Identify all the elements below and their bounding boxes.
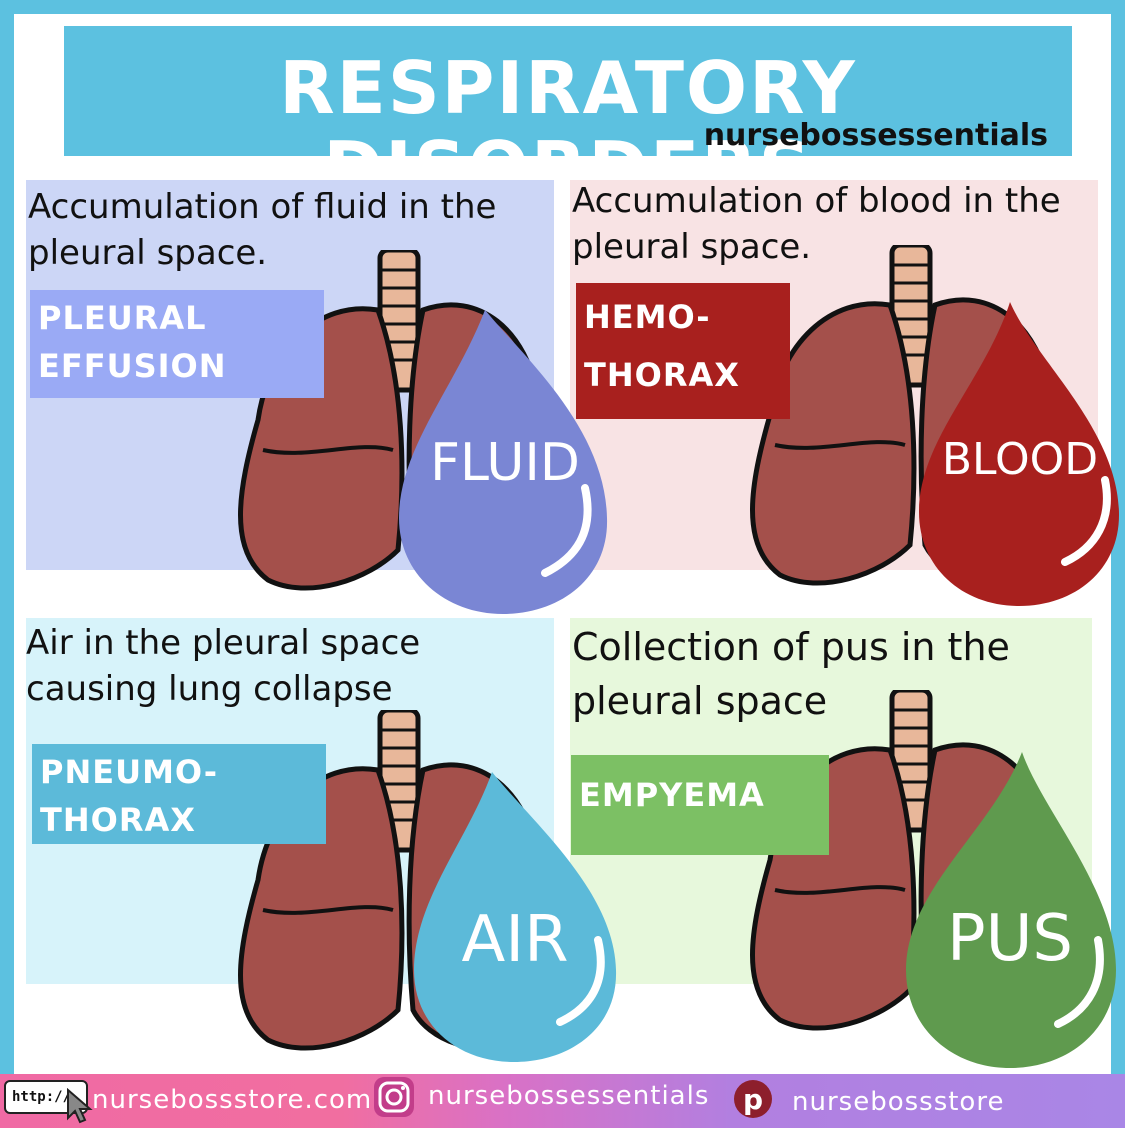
fluid-drop-icon — [399, 310, 608, 614]
instagram-handle[interactable]: nursebossessentials — [428, 1081, 710, 1111]
air-drop-label: AIR — [461, 903, 569, 977]
pus-drop-label: PUS — [946, 902, 1074, 976]
http-label: http:// — [12, 1089, 72, 1105]
website-link[interactable]: nursebossstore.com — [92, 1085, 373, 1115]
pleural-effusion-description: Accumulation of fluid in the pleural spa… — [28, 187, 497, 273]
footer-bar — [0, 1074, 1125, 1128]
label-line: EFFUSION — [38, 347, 227, 385]
pinterest-handle[interactable]: nursebossstore — [792, 1087, 1005, 1117]
hemothorax-label: HEMO- THORAX — [576, 283, 790, 419]
brand-handle: nursebossessentials — [703, 118, 1048, 153]
air-drop-icon — [414, 772, 617, 1062]
cursor-icon — [67, 1088, 93, 1124]
blood-drop-icon — [919, 302, 1119, 606]
svg-text:p: p — [743, 1083, 763, 1116]
label-line: EMPYEMA — [579, 776, 765, 814]
pneumothorax-description: Air in the pleural space causing lung co… — [26, 623, 421, 709]
empyema-label: EMPYEMA — [571, 755, 829, 855]
label-line: THORAX — [584, 356, 740, 394]
fluid-drop-label: FLUID — [430, 433, 580, 493]
label-line: HEMO- — [584, 298, 711, 336]
pneumothorax-label: PNEUMO- THORAX — [32, 744, 326, 844]
pleural-effusion-label: PLEURAL EFFUSION — [30, 290, 324, 398]
hemothorax-description: Accumulation of blood in the pleural spa… — [572, 181, 1061, 267]
empyema-description: Collection of pus in the pleural space — [572, 625, 1010, 723]
blood-drop-label: BLOOD — [941, 434, 1099, 485]
instagram-icon[interactable] — [373, 1076, 415, 1118]
label-line: PNEUMO- — [40, 753, 218, 791]
label-line: PLEURAL — [38, 299, 207, 337]
title-banner: RESPIRATORY DISORDERS nursebossessential… — [64, 26, 1072, 208]
pinterest-icon[interactable]: p — [732, 1078, 774, 1120]
pus-drop-icon — [906, 752, 1116, 1068]
label-line: THORAX — [40, 801, 196, 839]
